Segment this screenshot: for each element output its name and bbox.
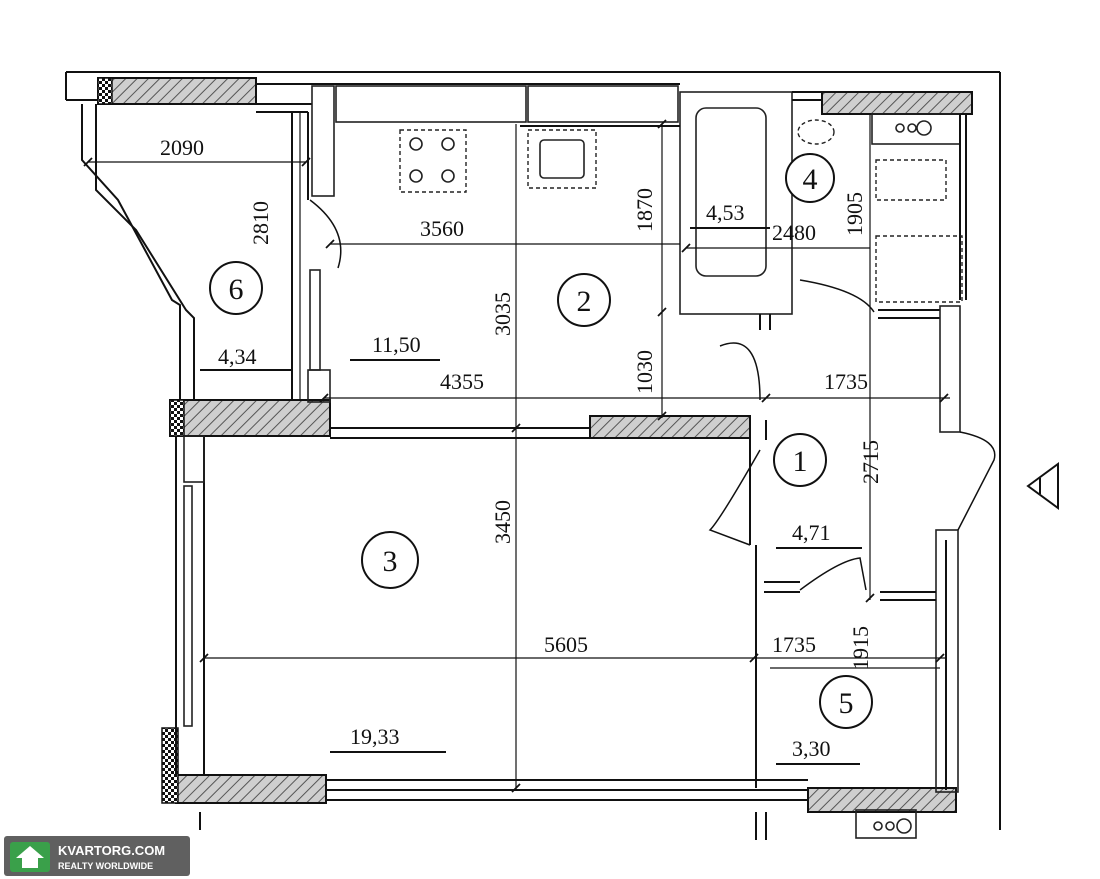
- dim-1905: 1905: [842, 192, 867, 236]
- dimension-lines: [83, 112, 950, 793]
- washbasin-icon: [797, 119, 835, 145]
- dim-3560: 3560: [420, 216, 464, 241]
- door-swing-icon: [799, 279, 875, 313]
- room-area-2: 11,50: [372, 332, 421, 357]
- dim-1030: 1030: [632, 350, 657, 394]
- outer-frame: [65, 71, 1001, 830]
- watermark-title: KVARTORG.COM: [58, 843, 165, 858]
- door-swing-icon: [309, 199, 342, 269]
- room-area-1: 4,71: [792, 520, 831, 545]
- dim-3035: 3035: [490, 292, 515, 336]
- washing-machine-icon: [875, 235, 963, 303]
- door-swing-icon: [719, 342, 761, 401]
- toilet-icon: [875, 159, 947, 201]
- door-swing-icon: [708, 449, 761, 546]
- room-number-2: 2: [577, 285, 592, 318]
- dim-1735-bottom: 1735: [772, 632, 816, 657]
- room-number-4: 4: [803, 163, 818, 196]
- watermark: KVARTORG.COM REALTY WORLDWIDE: [4, 836, 190, 876]
- dim-2715: 2715: [858, 440, 883, 484]
- room-area-3: 19,33: [350, 724, 400, 749]
- room-number-3: 3: [383, 545, 398, 578]
- bathroom-fixtures: [797, 119, 963, 834]
- room-number-6: 6: [229, 273, 244, 306]
- sink-icon: [527, 129, 597, 189]
- room-areas: 4,34 11,50 4,53 4,71 19,33 3,30: [200, 200, 862, 765]
- door-swing-icon: [799, 557, 867, 591]
- walls: [97, 77, 973, 813]
- dim-3450: 3450: [490, 500, 515, 544]
- dim-2090: 2090: [160, 135, 204, 160]
- dimension-labels: 2090 2810 3560 1870 2480 1905 3035 4355 …: [160, 135, 883, 670]
- room-number-5: 5: [839, 687, 854, 720]
- dim-5605: 5605: [544, 632, 588, 657]
- door-swing-icon: [957, 431, 996, 531]
- dim-1735-top: 1735: [824, 369, 868, 394]
- dim-4355: 4355: [440, 369, 484, 394]
- dim-1915: 1915: [848, 626, 873, 670]
- stove-icon: [399, 129, 467, 193]
- room-number-1: 1: [793, 445, 808, 478]
- kitchen-fixtures: [335, 85, 680, 193]
- partitions: [81, 83, 967, 840]
- room-area-5: 3,30: [792, 736, 831, 761]
- room-markers: 6 2 4 1 3 5: [209, 153, 873, 729]
- entrance-arrow-icon: [1026, 462, 1059, 510]
- dim-2810: 2810: [248, 201, 273, 245]
- room-area-6: 4,34: [218, 344, 257, 369]
- dim-2480: 2480: [772, 220, 816, 245]
- watermark-subtitle: REALTY WORLDWIDE: [58, 861, 153, 871]
- doors: [309, 199, 996, 591]
- dim-1870: 1870: [632, 188, 657, 232]
- room-area-4: 4,53: [706, 200, 745, 225]
